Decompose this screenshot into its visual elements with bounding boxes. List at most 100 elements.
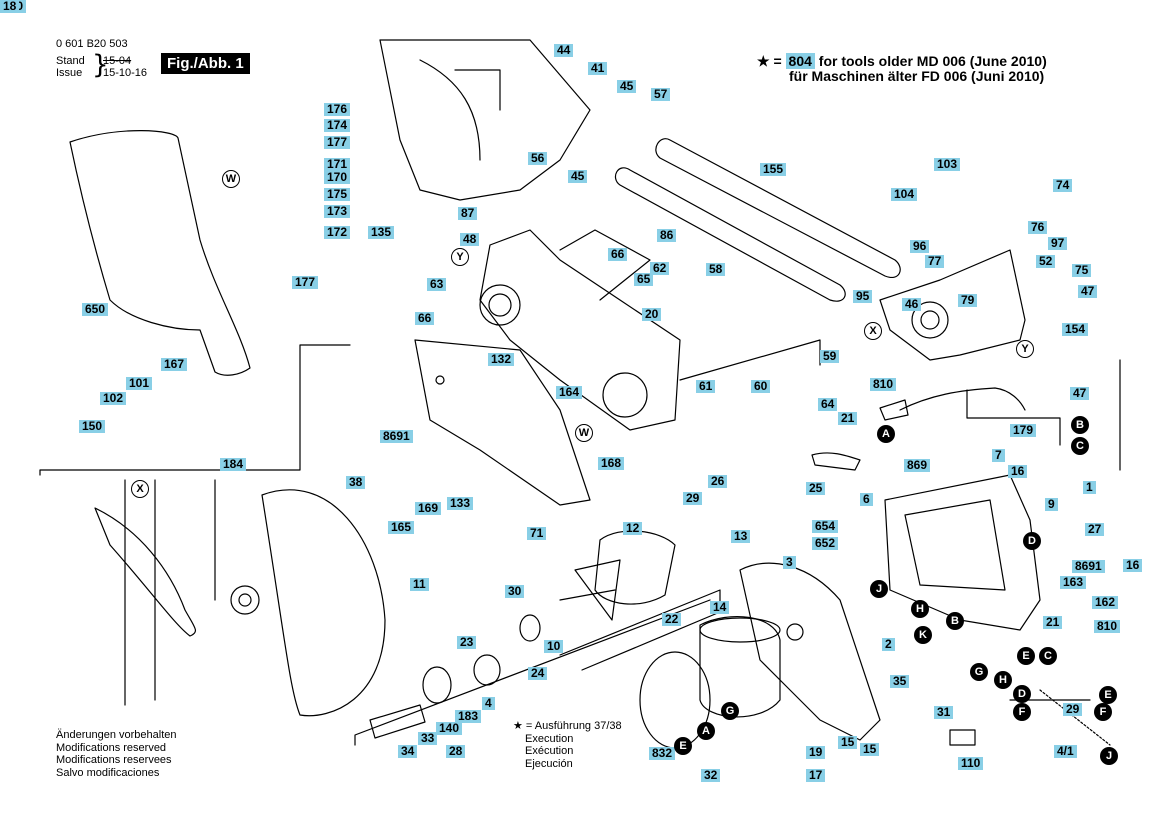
connection-letter-marker: D bbox=[1023, 532, 1041, 550]
connection-letter-marker: B bbox=[1071, 416, 1089, 434]
part-callout: 169 bbox=[415, 502, 442, 515]
stand-value: 15-04 bbox=[103, 55, 132, 67]
connection-letter-marker: J bbox=[870, 580, 888, 598]
part-callout: 173 bbox=[324, 205, 351, 218]
changes-line: Salvo modificaciones bbox=[56, 766, 160, 779]
part-callout: 15 bbox=[838, 736, 858, 749]
part-callout: 30 bbox=[505, 585, 525, 598]
execution-line: Exécution bbox=[525, 745, 574, 757]
figure-label: Fig./Abb. 1 bbox=[161, 53, 250, 74]
connection-letter-marker: F bbox=[1013, 703, 1031, 721]
part-callout: 17 bbox=[806, 769, 826, 782]
part-callout: 104 bbox=[891, 188, 918, 201]
connection-letter-marker: K bbox=[914, 626, 932, 644]
part-callout: 177 bbox=[324, 136, 351, 149]
part-callout: 22 bbox=[662, 613, 682, 626]
issue-value: 15-10-16 bbox=[103, 67, 148, 79]
note-eq: = bbox=[773, 53, 782, 69]
field-coil-drawing bbox=[699, 615, 781, 718]
part-callout: 62 bbox=[650, 262, 670, 275]
part-callout: 135 bbox=[368, 226, 395, 239]
note-ref: 804 bbox=[785, 53, 815, 69]
connection-letter-marker: A bbox=[697, 722, 715, 740]
part-callout: 38 bbox=[346, 476, 366, 489]
part-callout: 25 bbox=[806, 482, 826, 495]
note-line-en: for tools older MD 006 (June 2010) bbox=[818, 53, 1047, 69]
part-callout: 174 bbox=[324, 119, 351, 132]
execution-line: Execution bbox=[525, 732, 574, 745]
part-callout: 57 bbox=[651, 88, 671, 101]
part-callout: 6 bbox=[860, 493, 873, 506]
part-callout: 64 bbox=[818, 398, 838, 411]
connection-letter-marker: X bbox=[131, 480, 149, 498]
part-callout: 15 bbox=[860, 743, 880, 756]
part-callout: 652 bbox=[812, 537, 839, 550]
part-callout: 44 bbox=[554, 44, 574, 57]
execution-line: Ejecución bbox=[525, 757, 573, 770]
part-callout: 31 bbox=[934, 706, 954, 719]
connection-letter-marker: Y bbox=[451, 248, 469, 266]
changes-line: Änderungen vorbehalten bbox=[56, 729, 177, 741]
part-callout: 168 bbox=[598, 457, 625, 470]
part-callout: 16 bbox=[1008, 465, 1028, 478]
part-callout: 110 bbox=[958, 757, 984, 770]
connection-letter-marker: E bbox=[1017, 647, 1035, 665]
issue-label: Issue bbox=[56, 67, 83, 79]
note-german: für Maschinen älter FD 006 (Juni 2010) bbox=[789, 68, 1045, 84]
handle-drawing bbox=[739, 562, 881, 741]
part-callout: 184 bbox=[220, 458, 247, 471]
part-callout: 35 bbox=[890, 675, 910, 688]
slide-housing-drawing bbox=[479, 229, 681, 431]
part-callout: 41 bbox=[588, 62, 608, 75]
part-callout: 23 bbox=[457, 636, 477, 649]
part-callout: 74 bbox=[1053, 179, 1073, 192]
part-callout: 76 bbox=[1028, 221, 1048, 234]
part-callout: 96 bbox=[910, 240, 930, 253]
part-callout: 164 bbox=[556, 386, 583, 399]
part-callout: 65 bbox=[634, 273, 654, 286]
part-callout: 59 bbox=[820, 350, 840, 363]
part-callout: 4/1 bbox=[1054, 745, 1077, 758]
part-callout: 810 bbox=[1094, 620, 1121, 633]
connection-letter-marker: B bbox=[946, 612, 964, 630]
part-callout: 47 bbox=[1078, 285, 1098, 298]
connection-letter-marker: W bbox=[575, 424, 593, 442]
part-callout: 165 bbox=[388, 521, 415, 534]
part-callout: 654 bbox=[812, 520, 839, 533]
note-english: ★ = 804 for tools older MD 006 (June 201… bbox=[757, 53, 1047, 70]
part-callout: 29 bbox=[683, 492, 703, 505]
part-callout: 97 bbox=[1048, 237, 1068, 250]
part-callout: 11 bbox=[410, 578, 429, 591]
connection-letter-marker: G bbox=[721, 702, 739, 720]
connection-letter-marker: W bbox=[222, 170, 240, 188]
part-callout: 77 bbox=[925, 255, 945, 268]
part-callout: 95 bbox=[853, 290, 873, 303]
part-callout: 171 bbox=[324, 158, 351, 171]
connection-letter-marker: E bbox=[1099, 686, 1117, 704]
part-callout: 150 bbox=[79, 420, 106, 433]
part-callout: 60 bbox=[751, 380, 771, 393]
part-callout: 71 bbox=[527, 527, 547, 540]
part-callout: 66 bbox=[415, 312, 435, 325]
connection-letter-marker: C bbox=[1039, 647, 1057, 665]
part-callout: 140 bbox=[436, 722, 463, 735]
part-callout: 45 bbox=[568, 170, 588, 183]
part-callout: 47 bbox=[1070, 387, 1090, 400]
changes-notice: Änderungen vorbehalten Modifications res… bbox=[56, 729, 176, 779]
part-callout: 2 bbox=[882, 638, 895, 651]
part-callout: 63 bbox=[427, 278, 447, 291]
part-callout: 154 bbox=[1062, 323, 1089, 336]
brace-glyph: } bbox=[92, 50, 109, 80]
connection-letter-marker: H bbox=[911, 600, 929, 618]
part-callout: 650 bbox=[82, 303, 109, 316]
connection-letter-marker: X bbox=[864, 322, 882, 340]
connection-letter-marker: G bbox=[970, 663, 988, 681]
part-callout: 19 bbox=[806, 746, 826, 759]
part-callout: 176 bbox=[324, 103, 351, 116]
part-callout: 102 bbox=[100, 392, 127, 405]
part-callout: 162 bbox=[1092, 596, 1119, 609]
part-callout: 87 bbox=[458, 207, 478, 220]
execution-notice: ★ = Ausführung 37/38 Execution Exécution… bbox=[513, 720, 622, 770]
part-callout: 21 bbox=[838, 412, 858, 425]
